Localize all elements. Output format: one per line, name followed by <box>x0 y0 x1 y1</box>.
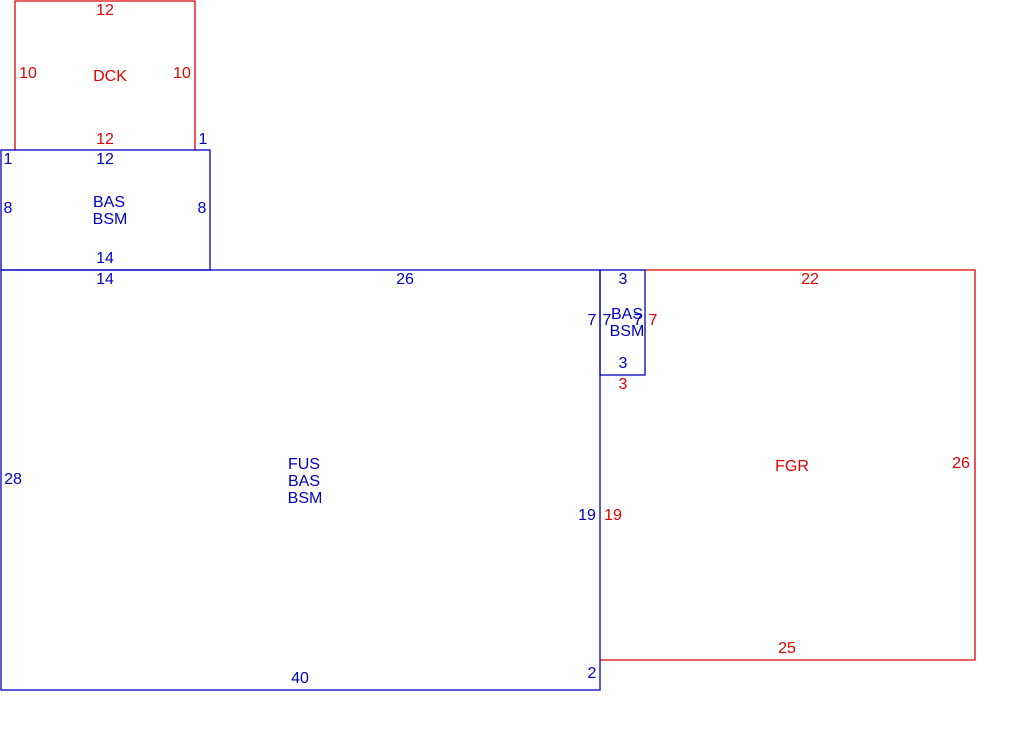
dim-fgr-inner-left: 19 <box>604 507 622 524</box>
dim-main-corner: 2 <box>588 665 597 682</box>
area-bas-small-line-2: BSM <box>610 323 645 340</box>
dim-main-bottom: 40 <box>291 670 309 687</box>
dim-main-top: 26 <box>396 271 414 288</box>
area-bas-upper-line-1: BAS <box>93 194 125 211</box>
area-dck-label: DCK <box>93 68 127 85</box>
area-main-line-3: BSM <box>288 490 323 507</box>
dim-small-top: 3 <box>619 271 628 288</box>
dim-fgr-small-bottom: 3 <box>619 376 628 393</box>
dim-dck-top: 12 <box>96 2 114 19</box>
dim-bas-upper-bottom: 14 <box>96 250 114 267</box>
dim-fgr-left: 7 <box>649 312 658 329</box>
dim-bas-upper-right: 8 <box>198 200 207 217</box>
dim-main-top-left: 14 <box>96 271 114 288</box>
area-bas-small-line-1: BAS <box>611 306 643 323</box>
dim-bas-upper-top: 12 <box>96 151 114 168</box>
dim-dck-right: 10 <box>173 65 191 82</box>
dim-bas-upper-left: 8 <box>4 200 13 217</box>
dim-small-inner-right: 7 <box>634 312 643 329</box>
dim-corner-left: 1 <box>4 151 13 168</box>
dck-outline <box>14 0 196 150</box>
main-outline <box>0 269 601 691</box>
dim-fgr-bottom: 25 <box>778 640 796 657</box>
fgr-outline <box>600 269 976 661</box>
dim-corner-right: 1 <box>199 131 208 148</box>
area-main-line-1: FUS <box>288 456 320 473</box>
dim-dck-bottom: 12 <box>96 131 114 148</box>
dim-fgr-top: 22 <box>801 271 819 288</box>
dim-small-left: 7 <box>588 312 597 329</box>
dim-small-bottom: 3 <box>619 355 628 372</box>
dim-fgr-right: 26 <box>952 455 970 472</box>
area-bas-upper-line-2: BSM <box>93 211 128 228</box>
bas-small-outline <box>599 269 646 376</box>
dim-main-left: 28 <box>4 471 22 488</box>
dim-small-inner-left: 7 <box>603 312 612 329</box>
area-fgr-label: FGR <box>775 458 809 475</box>
area-main-line-2: BAS <box>288 473 320 490</box>
dim-dck-left: 10 <box>19 65 37 82</box>
dim-main-right: 19 <box>578 507 596 524</box>
